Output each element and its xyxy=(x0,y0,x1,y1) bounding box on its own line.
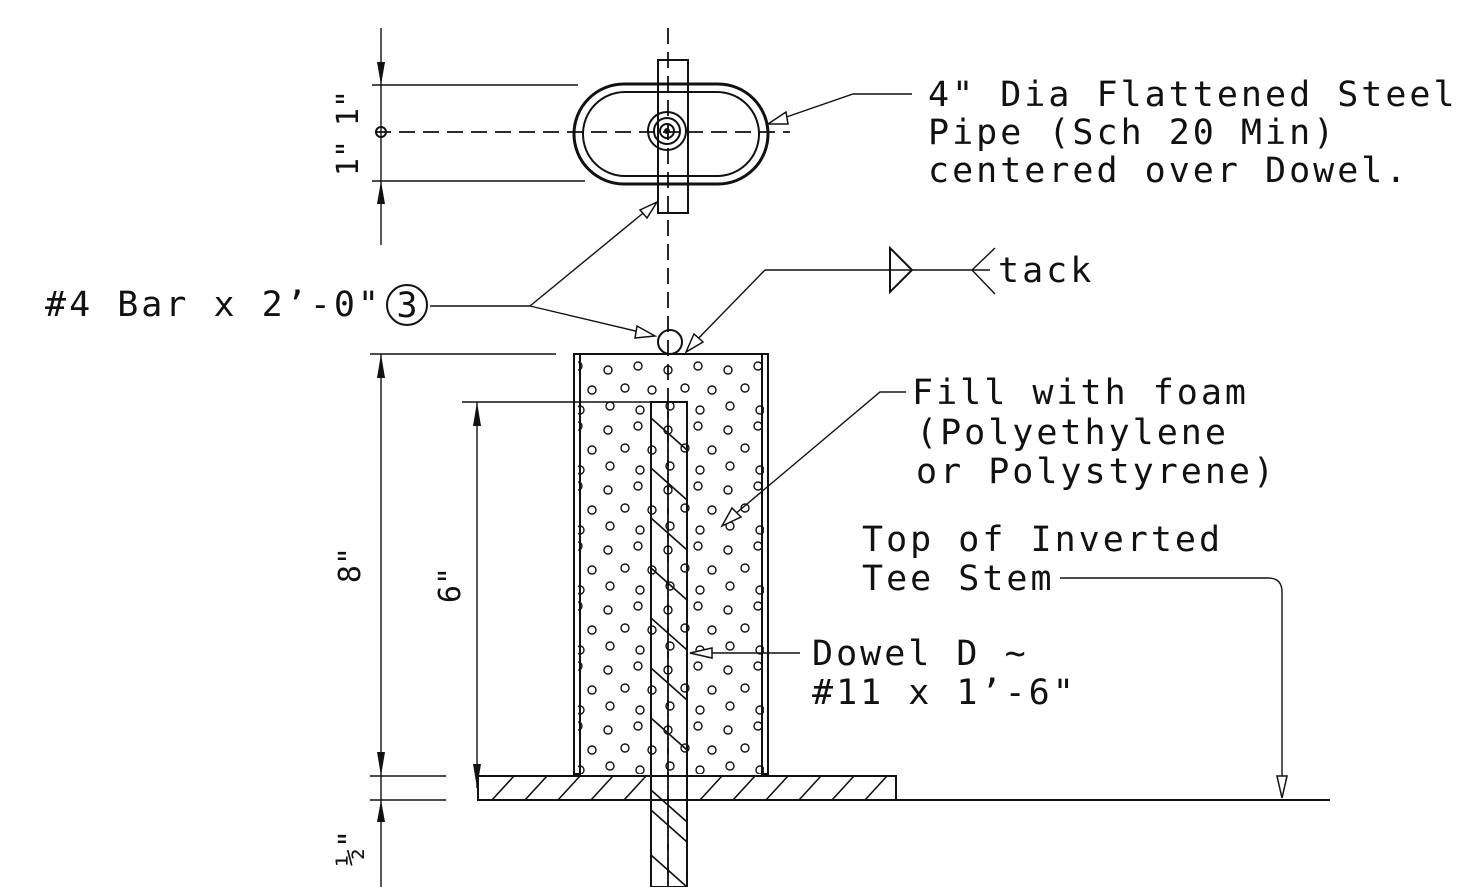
dim-8in: 8" xyxy=(333,547,368,583)
dim-6in: 6" xyxy=(433,567,468,603)
foam-leader xyxy=(727,391,906,521)
tee-label-line1: Top of Inverted xyxy=(862,520,1223,560)
bar-mark-number: 3 xyxy=(396,286,417,326)
pipe-wall-right xyxy=(761,353,769,775)
bar-leader-up xyxy=(529,204,654,307)
weld-arrow-line xyxy=(689,269,766,348)
bar-leader-down xyxy=(529,305,649,335)
bar-mark-circle xyxy=(386,284,428,326)
bar-plan xyxy=(657,59,689,214)
pipe-label-line3: centered over Dowel. xyxy=(928,151,1409,191)
base-hatch xyxy=(491,775,888,801)
foam-callout: Fill with foam (Polyethylene or Polystyr… xyxy=(720,373,1277,528)
bar-callout: #4 Bar x 2’-0" 3 xyxy=(45,200,659,339)
pipe-wall-left xyxy=(573,353,581,775)
tee-callout: Top of Inverted Tee Stem xyxy=(862,520,1288,799)
dowel-label-line2: #11 x 1’-6" xyxy=(812,673,1077,713)
flattened-pipe-inner xyxy=(582,91,760,177)
tee-label-line2: Tee Stem xyxy=(862,559,1055,599)
pipe-callout: 4" Dia Flattened Steel Pipe (Sch 20 Min)… xyxy=(928,75,1458,191)
pipe-leader xyxy=(771,93,912,123)
foam-label-line2: (Polyethylene xyxy=(916,413,1229,453)
pipe-label-line1: 4" Dia Flattened Steel xyxy=(928,75,1458,115)
weld-tail xyxy=(971,247,996,295)
bar-label: #4 Bar x 2’-0" xyxy=(45,285,382,325)
flattened-pipe-outer xyxy=(572,82,770,186)
dowel-section xyxy=(650,401,688,887)
pipe-dim-lower: 1" xyxy=(331,140,366,176)
pipe-section-fill xyxy=(578,356,764,774)
tack-label: tack xyxy=(998,251,1094,291)
dowel-plan-ring-2 xyxy=(653,117,681,145)
tee-leader xyxy=(1060,577,1283,796)
dowel-plan-ring-4 xyxy=(664,128,670,134)
dowel-label-line1: Dowel D ~ xyxy=(812,634,1029,674)
foam-label-line3: or Polystyrene) xyxy=(916,452,1277,492)
pipe-dim-upper: 1" xyxy=(331,90,366,126)
bar-section xyxy=(657,329,683,355)
foam-label-line1: Fill with foam xyxy=(912,373,1249,413)
pipe-label-line2: Pipe (Sch 20 Min) xyxy=(928,113,1337,153)
dowel-callout: Dowel D ~ #11 x 1’-6" xyxy=(689,634,1077,713)
section-view: 8" 6" ½" xyxy=(333,329,1330,887)
fillet-weld-symbol xyxy=(889,245,914,295)
dowel-hatch xyxy=(650,417,688,887)
tack-weld-symbol: tack xyxy=(684,245,1094,354)
pipe-plan-view: 1" 1" xyxy=(331,28,912,887)
dowel-plan-ring-3 xyxy=(659,123,675,139)
dim-half-in: ½" xyxy=(333,830,368,866)
dowel-plan-ring-1 xyxy=(647,111,687,151)
